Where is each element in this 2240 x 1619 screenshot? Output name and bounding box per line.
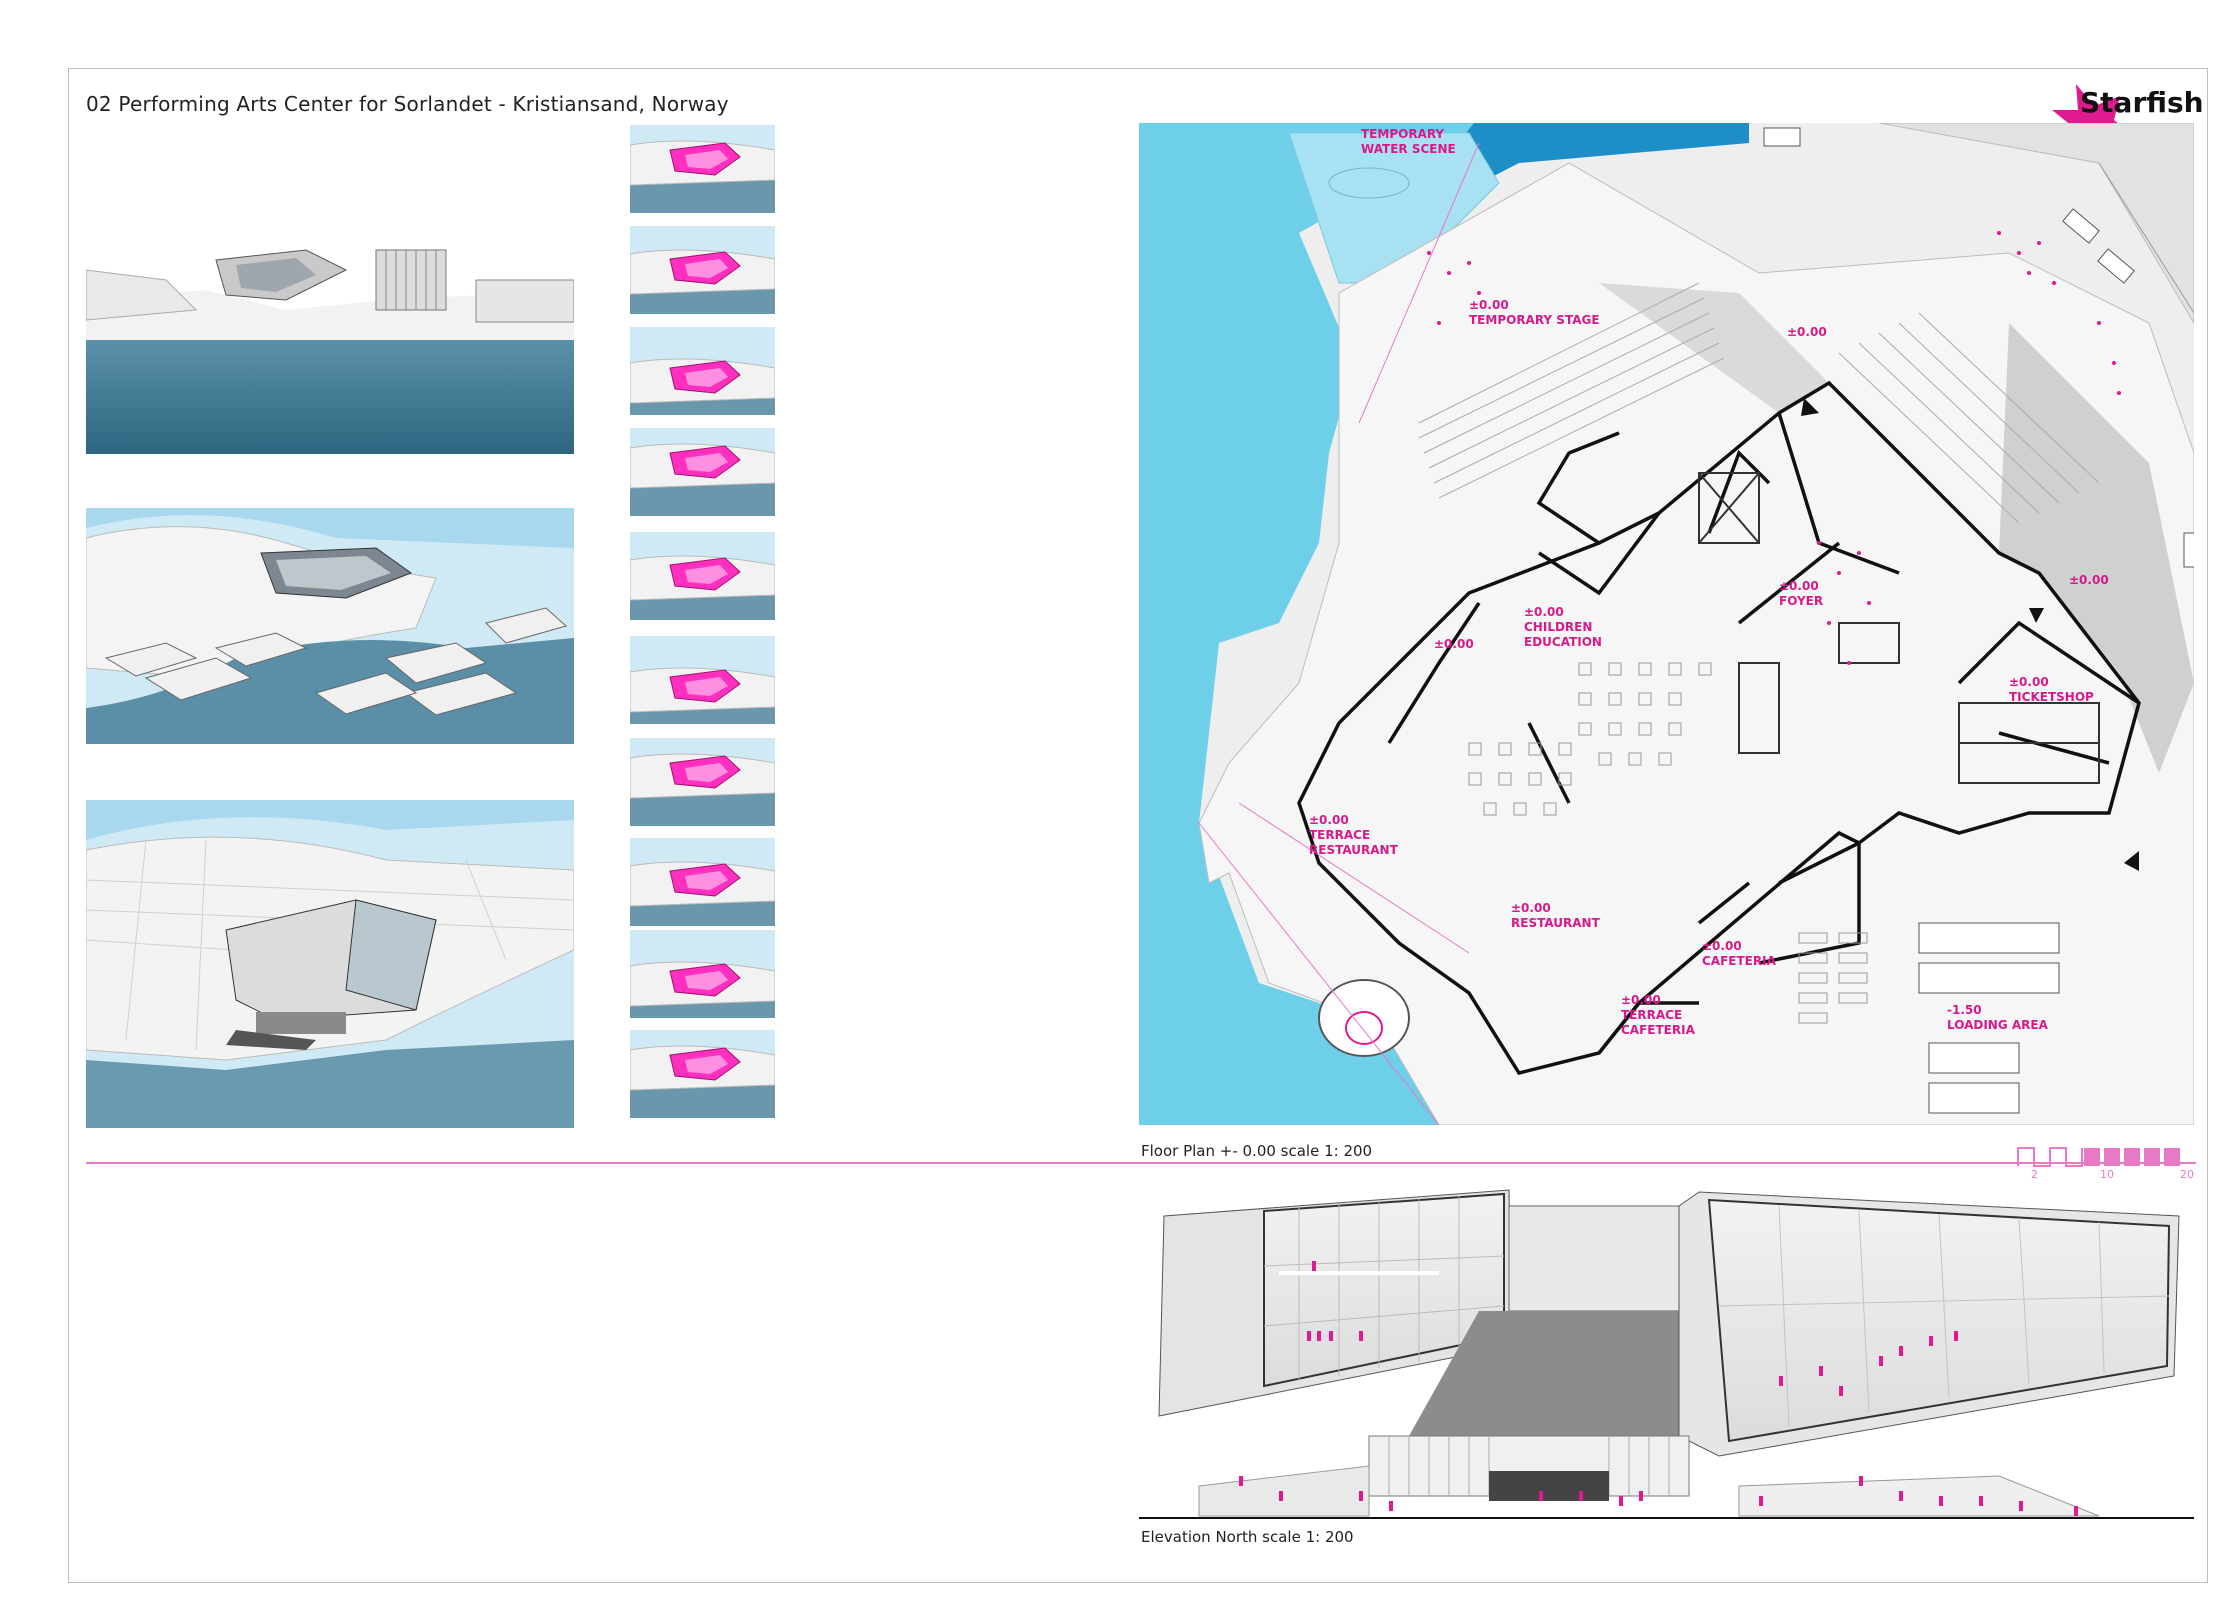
- thumbnail-2: [630, 226, 775, 314]
- divider-line: [86, 1162, 2196, 1164]
- scale-tick-20: 20: [2180, 1168, 2194, 1181]
- floor-plan-caption: Floor Plan +- 0.00 scale 1: 200: [1141, 1142, 1373, 1160]
- render-aerial-harbor: [86, 240, 574, 454]
- sheet-title: 02 Performing Arts Center for Sorlandet …: [86, 92, 729, 116]
- render-aerial-town: [86, 508, 574, 744]
- thumbnail-1: [630, 125, 775, 213]
- render-aerial-closeup: [86, 800, 574, 1128]
- floor-plan-drawing: [1139, 123, 2194, 1125]
- elevation-caption: Elevation North scale 1: 200: [1141, 1528, 1354, 1546]
- elevation-north-drawing: [1139, 1189, 2194, 1519]
- room-level-top: ±0.00: [1787, 325, 1827, 339]
- thumbnail-10: [630, 1030, 775, 1118]
- scale-tick-10: 10: [2100, 1168, 2114, 1181]
- thumbnail-3: [630, 327, 775, 415]
- thumbnail-6: [630, 636, 775, 724]
- thumbnail-8: [630, 838, 775, 926]
- thumbnail-9: [630, 930, 775, 1018]
- thumbnail-7: [630, 738, 775, 826]
- scale-tick-2: 2: [2031, 1168, 2038, 1181]
- thumbnail-4: [630, 428, 775, 516]
- scale-bar: [2017, 1147, 2180, 1167]
- room-level-right: ±0.00: [2069, 573, 2109, 587]
- sheet-frame: [68, 68, 2208, 1583]
- thumbnail-5: [630, 532, 775, 620]
- room-level-left: ±0.00: [1434, 637, 1474, 651]
- logo-text: Starfish: [2080, 86, 2204, 119]
